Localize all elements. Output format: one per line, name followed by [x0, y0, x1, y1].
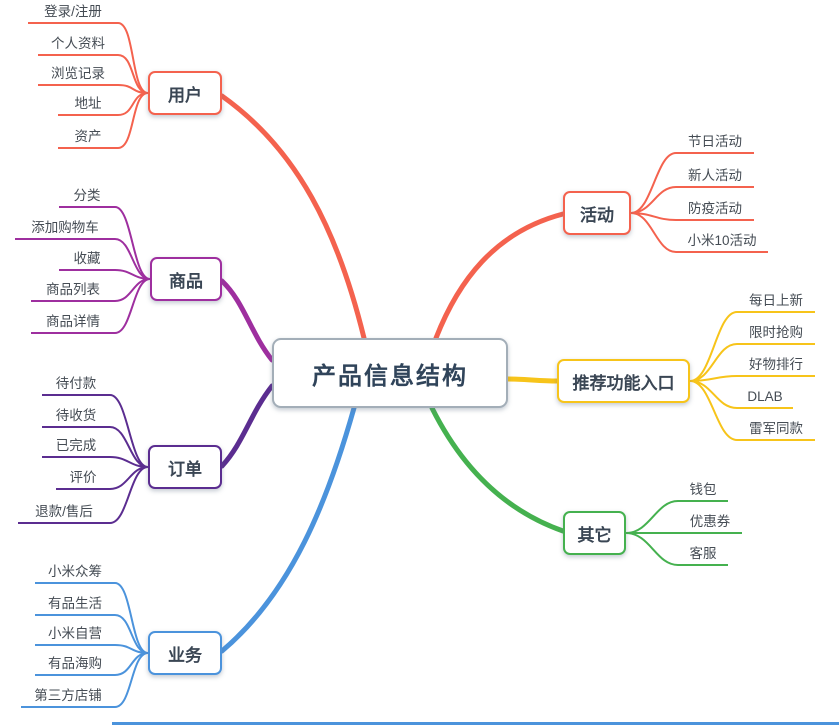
leaf-recommend-0[interactable]: 每日上新 [737, 291, 815, 313]
leaf-order-1[interactable]: 待收货 [42, 406, 110, 428]
leaf-activity-3[interactable]: 小米10活动 [676, 231, 768, 253]
leaf-business-0[interactable]: 小米众筹 [35, 562, 115, 584]
leaf-product-0[interactable]: 分类 [59, 186, 115, 208]
leaf-activity-0[interactable]: 节日活动 [676, 132, 754, 154]
leaf-order-3[interactable]: 评价 [56, 468, 110, 490]
leaf-recommend-2[interactable]: 好物排行 [737, 355, 815, 377]
leaf-user-2[interactable]: 浏览记录 [38, 64, 118, 86]
leaf-curves-product [114, 206, 151, 334]
leaf-user-3[interactable]: 地址 [58, 94, 118, 116]
branch-curve-other [429, 405, 566, 534]
leaf-order-4[interactable]: 退款/售后 [18, 502, 110, 524]
leaf-curves-other [625, 500, 679, 566]
central-topic[interactable]: 产品信息结构 [272, 338, 508, 408]
leaf-business-3[interactable]: 有品海购 [35, 654, 115, 676]
leaf-order-2[interactable]: 已完成 [42, 436, 110, 458]
branch-curve-product [219, 278, 275, 363]
leaf-curves-recommend [689, 311, 738, 441]
branch-other[interactable]: 其它 [563, 511, 626, 555]
branch-product[interactable]: 商品 [150, 257, 222, 301]
leaf-recommend-3[interactable]: DLAB [737, 387, 793, 409]
window-bottom-edge [112, 722, 839, 725]
leaf-other-2[interactable]: 客服 [678, 544, 728, 566]
leaf-other-0[interactable]: 钱包 [678, 480, 728, 502]
branch-user[interactable]: 用户 [148, 71, 222, 115]
leaf-business-2[interactable]: 小米自营 [35, 624, 115, 646]
leaf-business-1[interactable]: 有品生活 [35, 594, 115, 616]
branch-recommend[interactable]: 推荐功能入口 [557, 359, 690, 403]
branch-curve-order [219, 383, 275, 469]
leaf-product-3[interactable]: 商品列表 [31, 280, 115, 302]
branch-curve-user [219, 93, 367, 341]
branch-order[interactable]: 订单 [148, 445, 222, 489]
branch-curve-activity [433, 211, 566, 341]
leaf-curves-user [117, 22, 149, 149]
branch-business[interactable]: 业务 [148, 631, 222, 675]
leaf-recommend-4[interactable]: 雷军同款 [737, 419, 815, 441]
leaf-user-1[interactable]: 个人资料 [38, 34, 118, 56]
leaf-curves-order [109, 394, 149, 524]
leaf-user-4[interactable]: 资产 [58, 127, 118, 149]
leaf-product-4[interactable]: 商品详情 [31, 312, 115, 334]
leaf-order-0[interactable]: 待付款 [42, 374, 110, 396]
leaf-curves-activity [630, 152, 677, 253]
leaf-product-1[interactable]: 添加购物车 [15, 218, 115, 240]
leaf-activity-2[interactable]: 防疫活动 [676, 199, 754, 221]
branch-activity[interactable]: 活动 [563, 191, 631, 235]
leaf-activity-1[interactable]: 新人活动 [676, 166, 754, 188]
leaf-user-0[interactable]: 登录/注册 [28, 2, 118, 24]
branch-curve-business [219, 405, 357, 654]
branch-curve-recommend [505, 376, 560, 384]
leaf-business-4[interactable]: 第三方店铺 [21, 686, 115, 708]
leaf-recommend-1[interactable]: 限时抢购 [737, 323, 815, 345]
leaf-curves-business [114, 582, 149, 708]
leaf-product-2[interactable]: 收藏 [59, 249, 115, 271]
leaf-other-1[interactable]: 优惠券 [678, 512, 742, 534]
